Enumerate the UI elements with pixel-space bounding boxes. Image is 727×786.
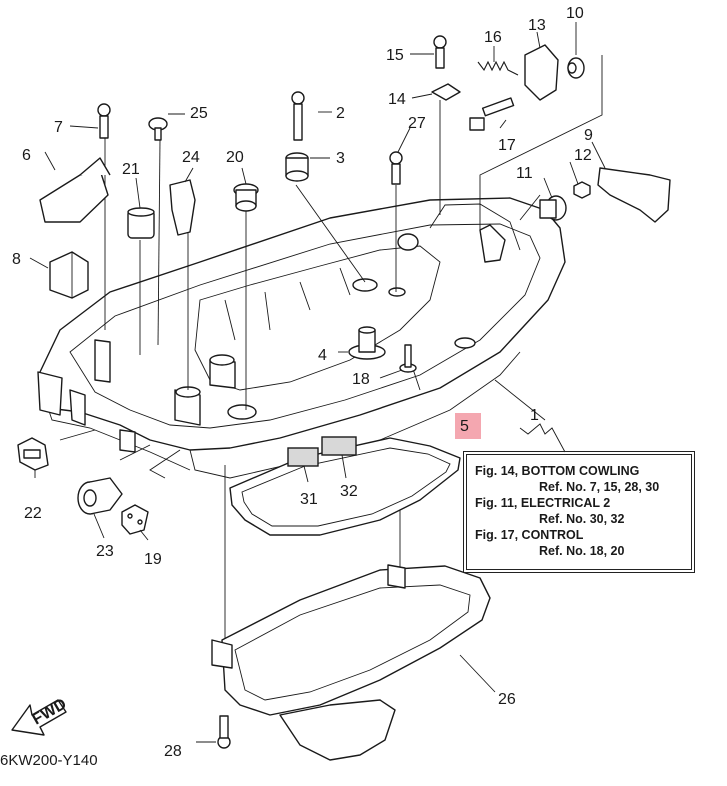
callout-32: 32 — [340, 483, 358, 500]
callout-16: 16 — [484, 29, 502, 46]
part-24-fitting — [169, 179, 196, 236]
callout-numbers: 1 2 3 4 5 6 7 8 9 10 11 12 13 14 15 16 1… — [12, 5, 593, 760]
part-18-screw — [399, 344, 417, 373]
part-4-collar — [348, 326, 386, 360]
callout-21: 21 — [122, 161, 140, 178]
bottom-cowling — [37, 197, 566, 479]
callout-19: 19 — [144, 551, 162, 568]
fwd-arrow: FWD — [11, 696, 70, 736]
part-11-collar — [539, 195, 567, 221]
reference-line-3: Fig. 11, ELECTRICAL 2 — [475, 496, 611, 510]
part-32-label — [321, 436, 357, 456]
part-31-label — [287, 447, 319, 467]
part-25-plug — [148, 117, 168, 141]
part-7-screw — [97, 103, 111, 139]
part-9-lever — [597, 167, 671, 223]
callout-12: 12 — [574, 147, 592, 164]
seal-part-5 — [229, 437, 461, 536]
callout-3: 3 — [336, 150, 345, 167]
callout-17: 17 — [498, 137, 516, 154]
callout-11: 11 — [516, 165, 533, 182]
part-10-bushing — [567, 57, 585, 79]
callout-2: 2 — [336, 105, 345, 122]
callout-14: 14 — [388, 91, 406, 108]
lower-cover-part-26 — [211, 564, 491, 761]
part-6-bracket — [39, 157, 111, 223]
leader-lines — [59, 55, 603, 640]
part-27-screw — [389, 151, 403, 185]
fwd-label: FWD — [30, 696, 70, 729]
part-21-cap — [127, 207, 155, 239]
callout-7: 7 — [54, 119, 63, 136]
reference-line-6: Ref. No. 18, 20 — [539, 544, 625, 558]
reference-line-2: Ref. No. 7, 15, 28, 30 — [539, 480, 660, 494]
part-17-bolt — [469, 97, 515, 131]
reference-line-5: Fig. 17, CONTROL — [475, 528, 584, 542]
callout-26: 26 — [498, 691, 516, 708]
callout-20: 20 — [226, 149, 244, 166]
reference-line-4: Ref. No. 30, 32 — [539, 512, 625, 526]
part-28-screw — [217, 715, 231, 749]
part-20-grommet — [233, 183, 259, 212]
callout-13: 13 — [528, 17, 546, 34]
callout-5-highlight — [455, 413, 481, 439]
part-15-screw — [433, 35, 447, 69]
part-8-block — [49, 251, 89, 299]
callout-9: 9 — [584, 127, 593, 144]
callout-18: 18 — [352, 371, 370, 388]
part-3-grommet — [285, 152, 309, 182]
callout-6: 6 — [22, 147, 31, 164]
callout-24: 24 — [182, 149, 200, 166]
part-23-bushing — [77, 477, 123, 515]
callout-15: 15 — [386, 47, 404, 64]
part-19-plate — [121, 504, 149, 535]
callout-leaders — [29, 22, 606, 743]
callout-8: 8 — [12, 251, 21, 268]
part-14-plate — [431, 83, 461, 101]
part-22-clip — [17, 437, 49, 471]
callout-25: 25 — [190, 105, 208, 122]
reference-box: Fig. 14, BOTTOM COWLING Ref. No. 7, 15, … — [463, 451, 695, 573]
callout-22: 22 — [24, 505, 42, 522]
drawing-code: 6KW200-Y140 — [0, 752, 98, 769]
part-12-nut — [573, 181, 591, 199]
callout-28: 28 — [164, 743, 182, 760]
part-16-spring — [477, 60, 519, 76]
callout-10: 10 — [566, 5, 584, 22]
part-13-link — [524, 44, 559, 101]
reference-line-1: Fig. 14, BOTTOM COWLING — [475, 464, 640, 478]
callout-31: 31 — [300, 491, 318, 508]
callout-5: 5 — [460, 418, 469, 435]
part-2-bolt — [291, 91, 305, 141]
callout-23: 23 — [96, 543, 114, 560]
callout-4: 4 — [318, 347, 327, 364]
callout-1: 1 — [530, 407, 539, 424]
callout-27: 27 — [408, 115, 426, 132]
